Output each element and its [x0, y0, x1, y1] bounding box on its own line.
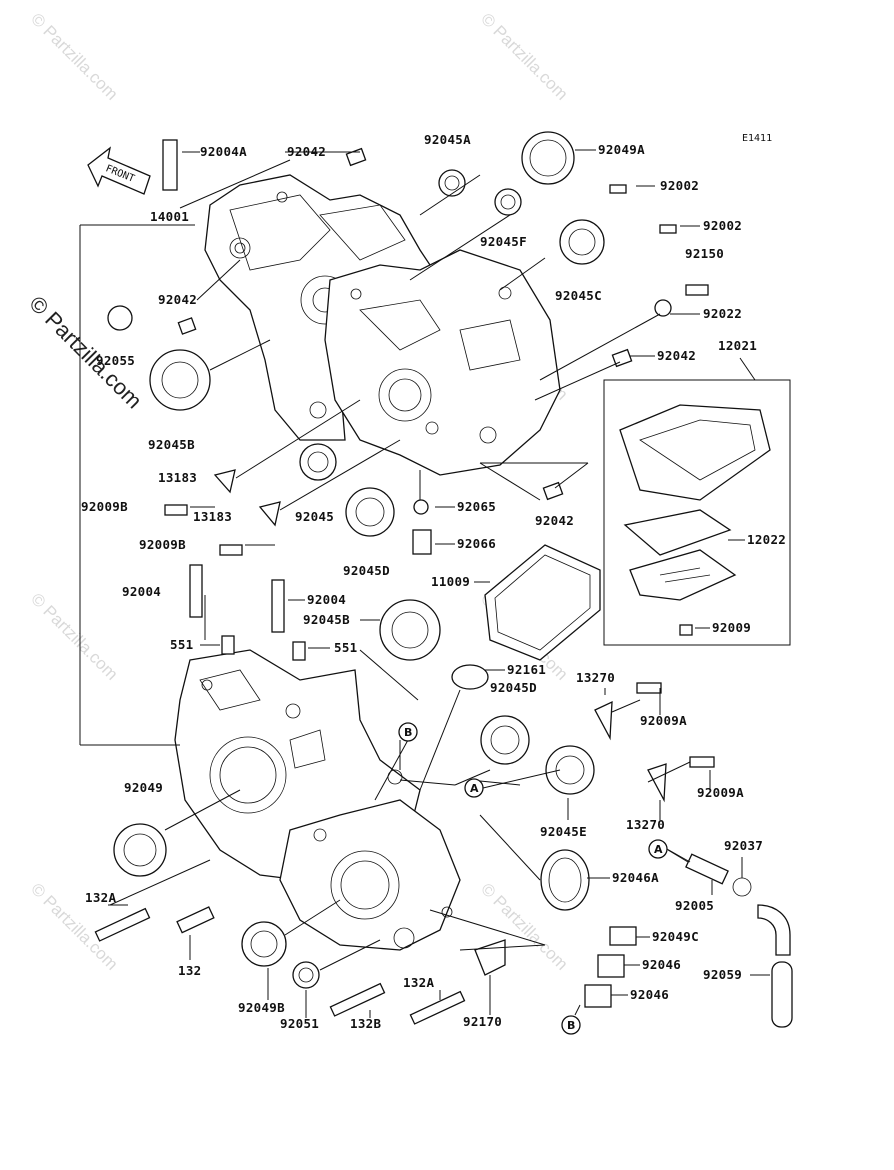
- part-label: 92046: [630, 987, 669, 1002]
- part-label: 13270: [576, 670, 615, 685]
- callout-a: A: [470, 782, 479, 795]
- part-label: 551: [334, 640, 357, 655]
- bearings: [113, 131, 605, 989]
- part-labels: 92004A 92042 14001 92042 92055 92045B 92…: [81, 132, 786, 1031]
- watermark-text: © Partzilla.com: [27, 589, 121, 683]
- part-label: 92004: [122, 584, 161, 599]
- part-label: 132: [178, 963, 201, 978]
- part-label: 92049C: [652, 929, 699, 944]
- part-label: 92045B: [148, 437, 195, 452]
- callout-b: B: [567, 1019, 575, 1032]
- lower-crankcase-right: [279, 769, 461, 951]
- part-label: 92002: [703, 218, 742, 233]
- part-label: 92051: [280, 1016, 319, 1031]
- part-label: 92045A: [424, 132, 471, 147]
- part-label: 92065: [457, 499, 496, 514]
- part-label: 92002: [660, 178, 699, 193]
- part-label: 92049B: [238, 1000, 285, 1015]
- part-label: 92037: [724, 838, 763, 853]
- part-label: 92009: [712, 620, 751, 635]
- part-label: 92004: [307, 592, 346, 607]
- part-label: 13183: [158, 470, 197, 485]
- part-label: 92009B: [139, 537, 186, 552]
- part-label: 92005: [675, 898, 714, 913]
- part-label: 12021: [718, 338, 757, 353]
- callout-b: B: [404, 726, 412, 739]
- upper-crankcase-right: [324, 249, 561, 476]
- callouts: A B A B: [398, 722, 691, 1035]
- part-label: 13270: [626, 817, 665, 832]
- part-label: 92004A: [200, 144, 247, 159]
- part-label: 92045F: [480, 234, 527, 249]
- diagram-code: E1411: [742, 133, 772, 144]
- part-label: 92042: [287, 144, 326, 159]
- part-label: 92022: [703, 306, 742, 321]
- part-label: 92042: [535, 513, 574, 528]
- part-label: 11009: [431, 574, 470, 589]
- part-label: 92150: [685, 246, 724, 261]
- part-label: 92045D: [343, 563, 390, 578]
- part-label: 12022: [747, 532, 786, 547]
- part-label: 92009A: [697, 785, 744, 800]
- part-label: 92046: [642, 957, 681, 972]
- part-label: 14001: [150, 209, 189, 224]
- part-label: 92066: [457, 536, 496, 551]
- part-label: 13183: [193, 509, 232, 524]
- part-label: 92045B: [303, 612, 350, 627]
- part-label: 92045D: [490, 680, 537, 695]
- part-label: 92161: [507, 662, 546, 677]
- gasket-11009: [484, 544, 601, 661]
- part-label: 92042: [657, 348, 696, 363]
- watermark-text: © Partzilla.com: [27, 9, 121, 103]
- part-label: 92045C: [555, 288, 602, 303]
- part-label: 92049: [124, 780, 163, 795]
- callout-b-circle: [398, 722, 418, 742]
- reed-valve-assembly: [603, 379, 791, 646]
- part-label: 92059: [703, 967, 742, 982]
- watermark-text: © Partzilla.com: [477, 9, 571, 103]
- part-label: 92009B: [81, 499, 128, 514]
- callout-a: A: [654, 843, 663, 856]
- part-label: 92045E: [540, 824, 587, 839]
- callout-b-circle: [561, 1015, 581, 1035]
- part-label: 92049A: [598, 142, 645, 157]
- part-label: 92055: [96, 353, 135, 368]
- part-label: 92045: [295, 509, 334, 524]
- hardware: [94, 139, 793, 1028]
- part-label: 92046A: [612, 870, 659, 885]
- part-label: 551: [170, 637, 193, 652]
- part-label: 132A: [85, 890, 116, 905]
- front-arrow-icon: FRONT: [87, 146, 151, 195]
- part-label: 92009A: [640, 713, 687, 728]
- part-label: 132A: [403, 975, 434, 990]
- part-label: 92170: [463, 1014, 502, 1029]
- part-label: 132B: [350, 1016, 381, 1031]
- part-label: 92042: [158, 292, 197, 307]
